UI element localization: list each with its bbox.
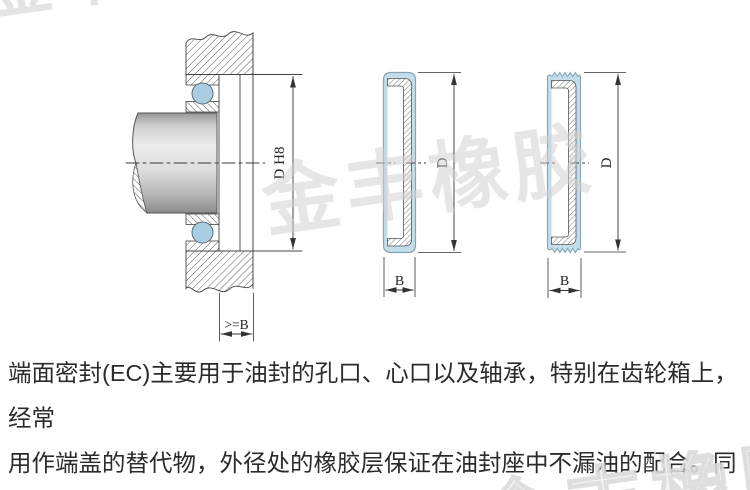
- dim-label-bore-depth: >=B: [224, 317, 248, 332]
- technical-drawing: D H8 >=B D B: [125, 31, 626, 342]
- description-line: 用作端盖的替代物，外径处的橡胶层保证在油封座中不漏油的配合。同时也: [8, 450, 737, 476]
- dim-label-width-ribbed: B: [560, 274, 569, 289]
- housing-upper-block: [185, 31, 254, 75]
- shaft-break-hatch: [132, 161, 148, 215]
- seal-recess: [387, 86, 404, 238]
- seal-recess-ribbed: [551, 88, 569, 237]
- housing-installation-figure: D H8 >=B: [125, 31, 303, 342]
- ribbed-seal-figure: D B: [540, 71, 626, 298]
- description-line: 端面密封(EC)主要用于油封的孔口、心口以及轴承，特别在齿轮箱上，经常: [8, 360, 738, 431]
- dim-label-width: B: [395, 274, 404, 289]
- dim-label-bore-diameter: D H8: [272, 147, 288, 180]
- plain-seal-figure: D B: [376, 71, 461, 297]
- dim-label-outer-diameter: D: [435, 157, 451, 168]
- dim-label-outer-diameter-ribbed: D: [599, 157, 615, 168]
- bearing-ball-bottom: [191, 221, 214, 244]
- housing-lower-block: [185, 250, 254, 293]
- bearing-ball-top: [191, 82, 214, 105]
- product-description: 端面密封(EC)主要用于油封的孔口、心口以及轴承，特别在齿轮箱上，经常 用作端盖…: [8, 351, 744, 490]
- seal-metal-insert-ribbed: [551, 80, 577, 245]
- seal-metal-insert: [387, 78, 412, 247]
